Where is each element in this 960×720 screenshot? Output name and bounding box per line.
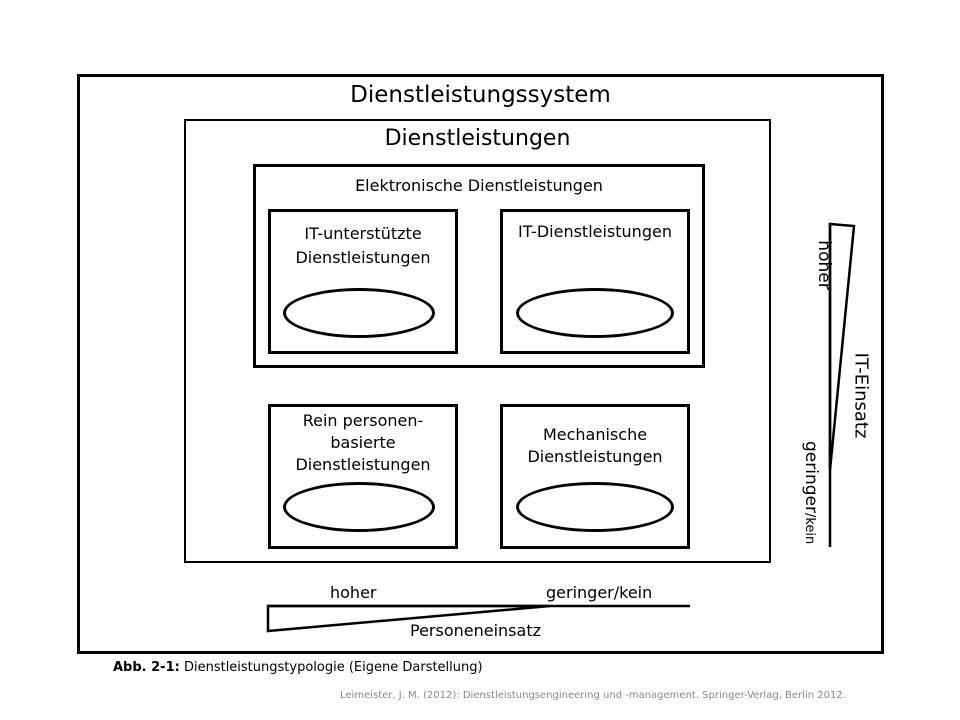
mechanical-services-label: Mechanische Dienstleistungen [527, 425, 663, 466]
it-services-label: IT-Dienstleistungen [518, 222, 672, 241]
personal-services-ellipse [283, 482, 435, 532]
it-axis-label: IT-Einsatz [850, 352, 872, 439]
it-low-main: geringer [801, 441, 821, 513]
personnel-high-label: hoher [330, 583, 377, 602]
electronic-services-title: Elektronische Dienstleistungen [355, 176, 603, 195]
it-supported-services-label: IT-unterstützte Dienstleistungen [295, 224, 431, 267]
services-title: Dienstleistungen [384, 126, 571, 151]
it-supported-ellipse [283, 288, 435, 338]
caption-prefix: Abb. 2-1: [113, 660, 180, 675]
source-citation: Leimeister, J. M. (2012): Dienstleistung… [340, 690, 846, 701]
personnel-low-label: geringer/kein [546, 583, 653, 602]
it-low-label: geringer/kein [801, 441, 821, 559]
personal-services-label: Rein personen- basierte Dienstleistungen [295, 411, 431, 474]
system-title: Dienstleistungssystem [350, 82, 611, 108]
it-low-suffix: /kein [802, 512, 817, 545]
mechanical-services-ellipse [516, 482, 674, 532]
personnel-axis-label: Personeneinsatz [410, 621, 541, 640]
it-supported-services-box [268, 209, 458, 354]
figure-caption: Abb. 2-1: Dienstleistungstypologie (Eige… [113, 660, 483, 675]
it-services-ellipse [516, 288, 674, 338]
it-high-label: hoher [814, 240, 834, 290]
caption-text: Dienstleistungstypologie (Eigene Darstel… [179, 660, 483, 675]
